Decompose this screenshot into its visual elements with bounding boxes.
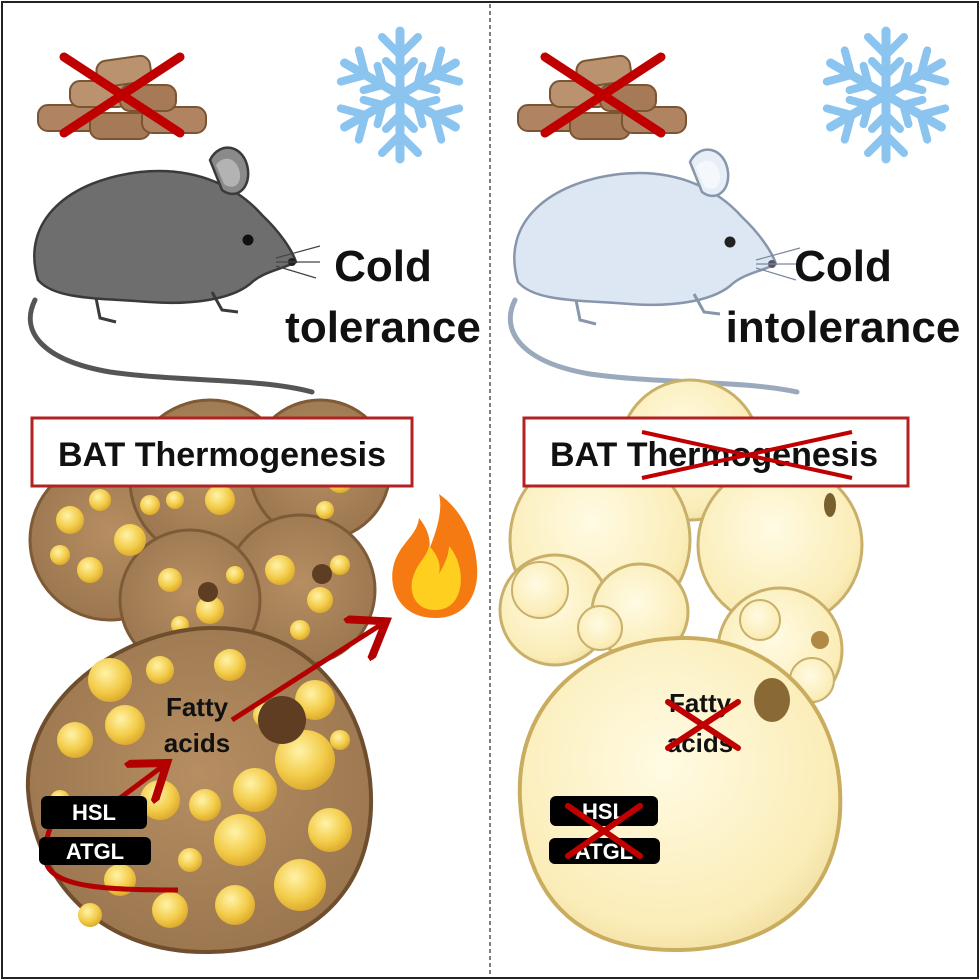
- svg-text:ATGL: ATGL: [66, 839, 124, 864]
- fire-icon: [392, 494, 478, 618]
- bat-thermogenesis-box: BAT Thermogenesis: [522, 416, 910, 488]
- svg-text:BAT Thermogenesis: BAT Thermogenesis: [58, 436, 386, 474]
- hsl-pill: HSL: [41, 796, 147, 829]
- snowflake-icon: [822, 31, 951, 159]
- snowflake-icon: [336, 31, 465, 159]
- hsl-pill: HSL: [550, 796, 658, 826]
- right-panel: Cold intolerance Fatty acids: [498, 31, 961, 953]
- atgl-pill: ATGL: [39, 837, 151, 865]
- fatty-acids-line1: Fatty: [166, 692, 229, 722]
- condition-line2: intolerance: [726, 303, 961, 352]
- left-panel: Cold tolerance: [25, 31, 481, 955]
- condition-line1: Cold: [794, 242, 892, 291]
- svg-text:BAT Thermogenesis: BAT Thermogenesis: [550, 436, 878, 474]
- cross-icon: [665, 699, 741, 751]
- condition-line1: Cold: [334, 242, 432, 291]
- bat-thermogenesis-box: BAT Thermogenesis: [30, 416, 414, 488]
- mouse-icon: [507, 148, 801, 395]
- condition-line2: tolerance: [285, 303, 481, 352]
- arrow-to-fire: [230, 624, 382, 723]
- brown-adipocyte-main: [25, 625, 374, 955]
- fatty-acids-line2: acids: [164, 728, 231, 758]
- atgl-pill: ATGL: [549, 838, 660, 864]
- mouse-icon: [27, 146, 321, 395]
- white-adipocyte-main: [517, 635, 843, 953]
- cross-icon: [565, 803, 643, 859]
- strikethrough-cross: [641, 430, 853, 480]
- svg-text:HSL: HSL: [72, 800, 116, 825]
- lipolysis-curve: [43, 818, 179, 893]
